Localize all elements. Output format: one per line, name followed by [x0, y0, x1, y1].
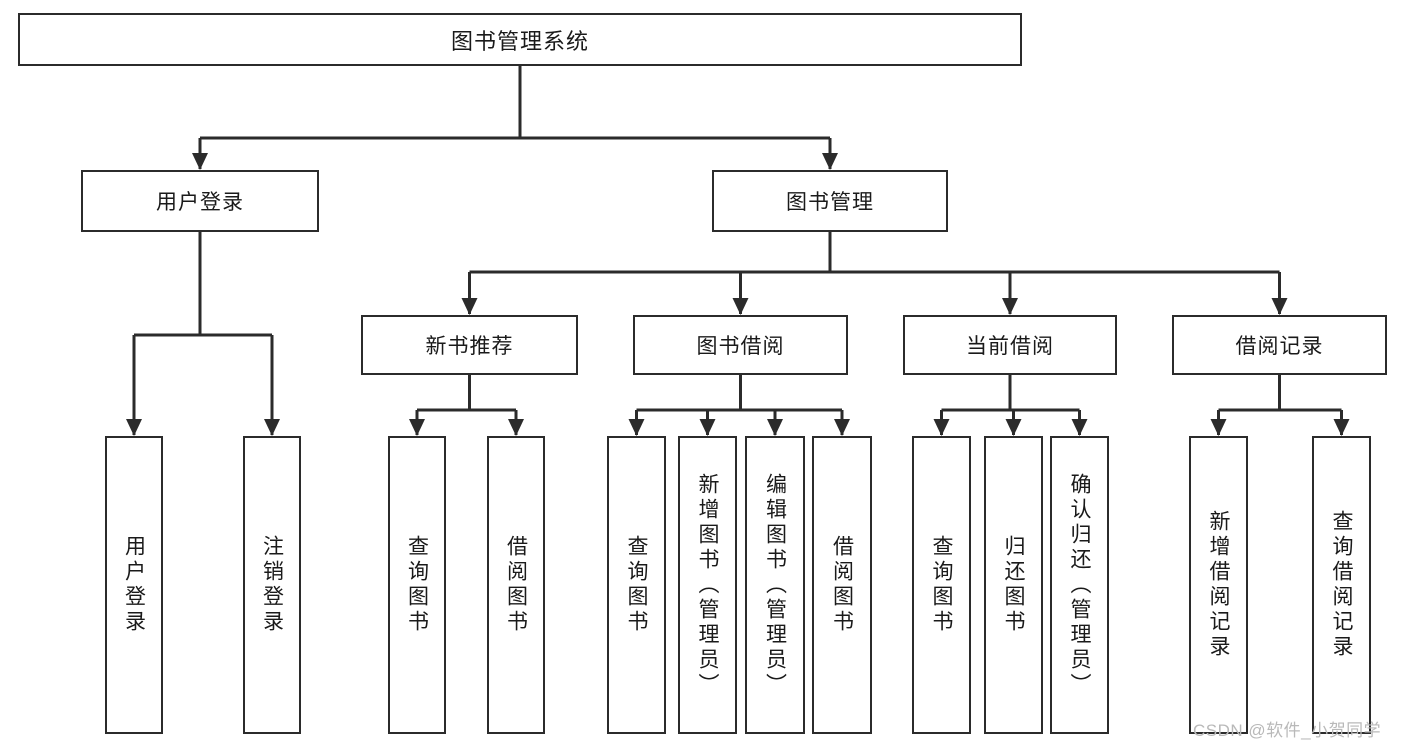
- node-user-login-label: 用户登录: [156, 191, 244, 214]
- node-leaf-query-record-label: 查询借阅记录: [1330, 510, 1353, 660]
- node-leaf-query-book-new-label: 查询图书: [405, 535, 429, 635]
- node-user-login[interactable]: 用户登录: [81, 170, 319, 232]
- node-new-books[interactable]: 新书推荐: [361, 315, 578, 375]
- node-leaf-add-book-label: 新增图书（管理员）: [696, 472, 719, 698]
- node-leaf-query-book-borrow-label: 查询图书: [625, 535, 648, 635]
- node-leaf-query-book-current-label: 查询图书: [930, 535, 953, 635]
- node-leaf-edit-book-label: 编辑图书（管理员）: [763, 472, 787, 698]
- node-current-borrow-label: 当前借阅: [966, 335, 1054, 358]
- node-book-borrow[interactable]: 图书借阅: [633, 315, 848, 375]
- node-leaf-query-book-borrow[interactable]: 查询图书: [607, 436, 666, 734]
- node-root[interactable]: 图书管理系统: [18, 13, 1022, 66]
- node-leaf-query-book-current[interactable]: 查询图书: [912, 436, 971, 734]
- node-leaf-user-logout-label: 注销登录: [260, 535, 284, 635]
- node-book-manage[interactable]: 图书管理: [712, 170, 948, 232]
- node-book-manage-label: 图书管理: [786, 191, 874, 214]
- node-leaf-borrow-book-new[interactable]: 借阅图书: [487, 436, 545, 734]
- node-leaf-return-book-label: 归还图书: [1002, 535, 1025, 635]
- node-leaf-borrow-book[interactable]: 借阅图书: [812, 436, 872, 734]
- node-leaf-query-record[interactable]: 查询借阅记录: [1312, 436, 1371, 734]
- node-borrow-record-label: 借阅记录: [1235, 335, 1324, 358]
- node-leaf-add-record-label: 新增借阅记录: [1207, 510, 1230, 660]
- node-book-borrow-label: 图书借阅: [696, 335, 785, 358]
- node-leaf-add-book[interactable]: 新增图书（管理员）: [678, 436, 737, 734]
- node-leaf-user-login[interactable]: 用户登录: [105, 436, 163, 734]
- node-borrow-record[interactable]: 借阅记录: [1172, 315, 1387, 375]
- node-leaf-return-book[interactable]: 归还图书: [984, 436, 1043, 734]
- node-leaf-add-record[interactable]: 新增借阅记录: [1189, 436, 1248, 734]
- node-leaf-borrow-book-label: 借阅图书: [830, 535, 854, 635]
- node-current-borrow[interactable]: 当前借阅: [903, 315, 1117, 375]
- node-new-books-label: 新书推荐: [425, 335, 514, 358]
- node-leaf-query-book-new[interactable]: 查询图书: [388, 436, 446, 734]
- node-leaf-edit-book[interactable]: 编辑图书（管理员）: [745, 436, 805, 734]
- node-root-label: 图书管理系统: [450, 28, 589, 54]
- watermark: CSDN @软件_小贺同学: [1193, 721, 1382, 740]
- node-leaf-confirm-return[interactable]: 确认归还（管理员）: [1050, 436, 1109, 734]
- node-leaf-user-logout[interactable]: 注销登录: [243, 436, 301, 734]
- node-leaf-borrow-book-new-label: 借阅图书: [504, 535, 528, 635]
- node-leaf-confirm-return-label: 确认归还（管理员）: [1068, 472, 1091, 698]
- node-leaf-user-login-label: 用户登录: [122, 535, 146, 635]
